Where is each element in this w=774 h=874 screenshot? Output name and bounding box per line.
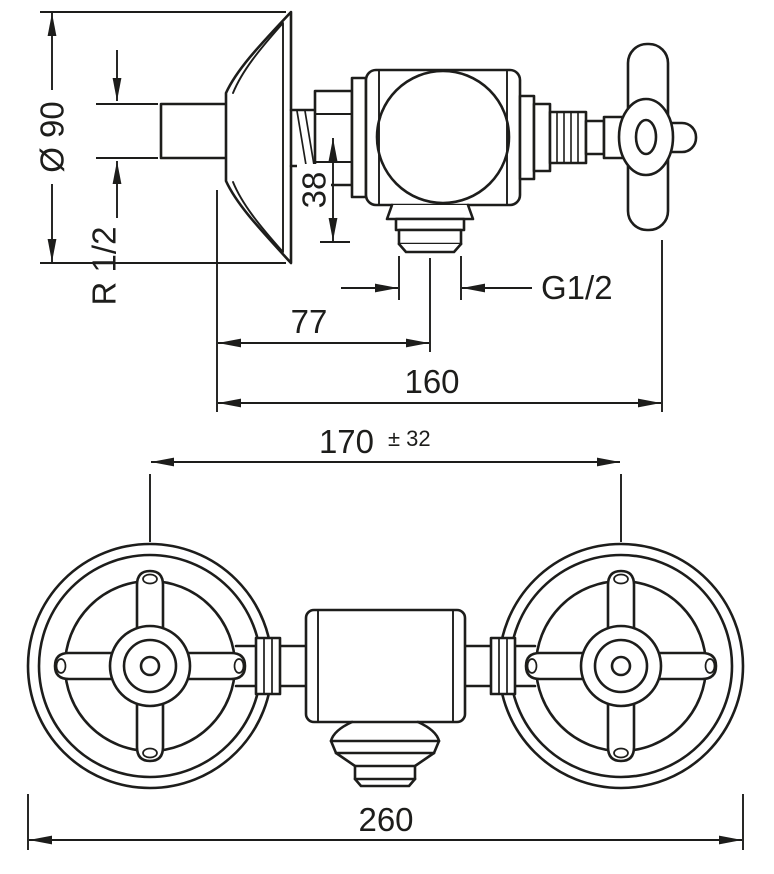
housing-end-lines (378, 69, 508, 206)
dim-wall-thread: R 1/2 (86, 50, 158, 306)
side-view (159, 10, 698, 265)
outlet-chamfer (397, 242, 463, 254)
outlet-thread-stub (397, 228, 463, 246)
spline-section (548, 110, 588, 165)
spout-front (329, 720, 441, 788)
dim-spout-offset: 38 (296, 138, 350, 243)
spindle-stem (584, 119, 606, 156)
dim-connection-distance: 170 ± 32 (149, 423, 622, 542)
handle-hub-cap (634, 118, 658, 156)
left-union-nut (254, 636, 282, 696)
ext-lines (40, 11, 286, 264)
dim-label-total-projection: 160 (404, 363, 459, 400)
thread-neck (289, 108, 317, 168)
front-view (26, 542, 745, 790)
dim-label-connection-tolerance: ± 32 (388, 426, 431, 451)
cross-handle-side (602, 42, 698, 232)
spout-skirt (329, 720, 441, 743)
outlet-collar (385, 203, 475, 221)
escutcheon-rim-inner-line (232, 22, 284, 253)
bonnet-ring (350, 76, 368, 199)
dim-label-overall-width: 260 (358, 801, 413, 838)
ext-lines (398, 256, 462, 300)
ext-lines (27, 794, 744, 850)
outlet-side (385, 203, 475, 254)
dim-label-escutcheon-diameter: Ø 90 (34, 101, 71, 173)
spout-cone (334, 751, 436, 768)
ext-lines (149, 474, 622, 542)
dim-outlet-thread: G1/2 (341, 256, 613, 306)
arm-left (524, 651, 597, 681)
escutcheon-side-outline (224, 10, 293, 265)
spindle-ring-1 (518, 94, 536, 181)
right-union-nut (489, 636, 517, 696)
left-hub (108, 624, 192, 708)
mixer-body-front (304, 608, 467, 724)
dim-label-wall-thread: R 1/2 (86, 227, 123, 306)
dim-escutcheon-diameter: Ø 90 (34, 11, 286, 264)
right-hub (579, 624, 663, 708)
dim-total-projection: 160 (218, 240, 663, 412)
valve-housing (364, 68, 522, 207)
outlet-band (394, 217, 466, 232)
arm-right (174, 651, 247, 681)
arm-up (135, 569, 165, 642)
left-handle-front (53, 569, 247, 763)
dimensions-side: Ø 90 R 1/2 38 G1/2 77 16 (34, 11, 663, 412)
connection-pipes (234, 636, 537, 696)
spindle-ring-2 (532, 102, 552, 173)
arm-up (606, 569, 636, 642)
ext-lines (216, 190, 431, 412)
arm-down (606, 690, 636, 763)
cartridge-dome (375, 69, 511, 205)
thread-hatch-lines (296, 110, 315, 166)
arm-left (53, 651, 126, 681)
spout-outlet-chamfer (353, 777, 417, 788)
ext-lines (96, 103, 158, 159)
dimensions-front: 170 ± 32 260 (27, 423, 744, 850)
label-mask (297, 164, 331, 218)
wall-pipe-stub (159, 102, 229, 160)
dim-label-spout-offset: 38 (296, 172, 333, 209)
arm-down (135, 690, 165, 763)
dim-overall-width: 260 (27, 794, 744, 850)
spline-lines (556, 111, 579, 164)
dim-label-outlet-thread: G1/2 (541, 269, 613, 306)
spout-outlet (353, 764, 417, 781)
dim-label-connection-distance: 170 (319, 423, 374, 460)
right-handle-front (524, 569, 718, 763)
arm-right (645, 651, 718, 681)
dim-label-wall-to-outlet: 77 (291, 303, 328, 340)
dim-wall-to-outlet: 77 (216, 190, 431, 412)
